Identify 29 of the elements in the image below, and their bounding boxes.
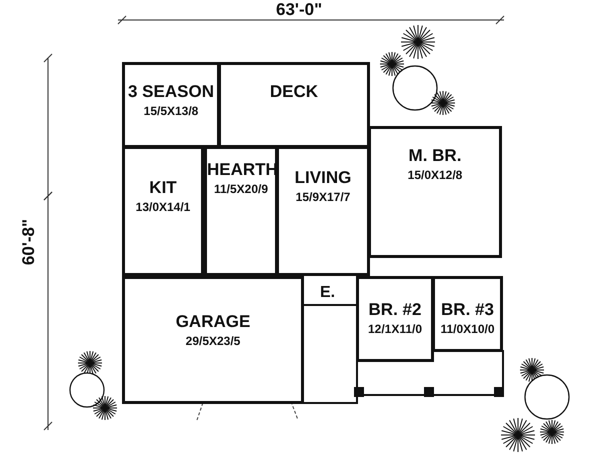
room-outline: [218, 62, 370, 148]
room-size: 11/0X10/0: [440, 322, 495, 336]
room-size: 29/5X23/5: [186, 334, 240, 348]
room-name: 3 SEASON: [128, 83, 214, 102]
room-outline: [204, 146, 278, 276]
room-name: M. BR.: [408, 147, 462, 166]
room-outline: [368, 126, 502, 258]
room-outline: [122, 62, 220, 148]
room-outline: [356, 276, 434, 362]
room-outline: [122, 276, 304, 404]
room-size: 15/9X17/7: [296, 190, 350, 204]
room-size: 12/1X11/0: [368, 322, 422, 336]
room-size: 15/0X12/8: [408, 168, 462, 182]
entry-label: E.: [320, 284, 336, 302]
room-name: GARAGE: [176, 313, 250, 332]
room-name: DECK: [270, 83, 318, 102]
room-size: 11/5X20/9: [214, 182, 268, 196]
dimension-text: 60'-8": [19, 218, 40, 266]
dimension-text: 63'-0": [276, 0, 322, 20]
room-outline: [432, 276, 503, 352]
room-name: KIT: [149, 179, 177, 198]
room-size: 13/0X14/1: [136, 200, 190, 214]
room-size: 15/5X13/8: [144, 104, 198, 118]
room-name: BR. #2: [368, 301, 422, 320]
room-outline: [276, 146, 370, 276]
room-name: LIVING: [294, 169, 352, 188]
room-name: HEARTH: [207, 161, 278, 180]
room-outline: [122, 146, 204, 276]
room-name: BR. #3: [441, 301, 494, 320]
